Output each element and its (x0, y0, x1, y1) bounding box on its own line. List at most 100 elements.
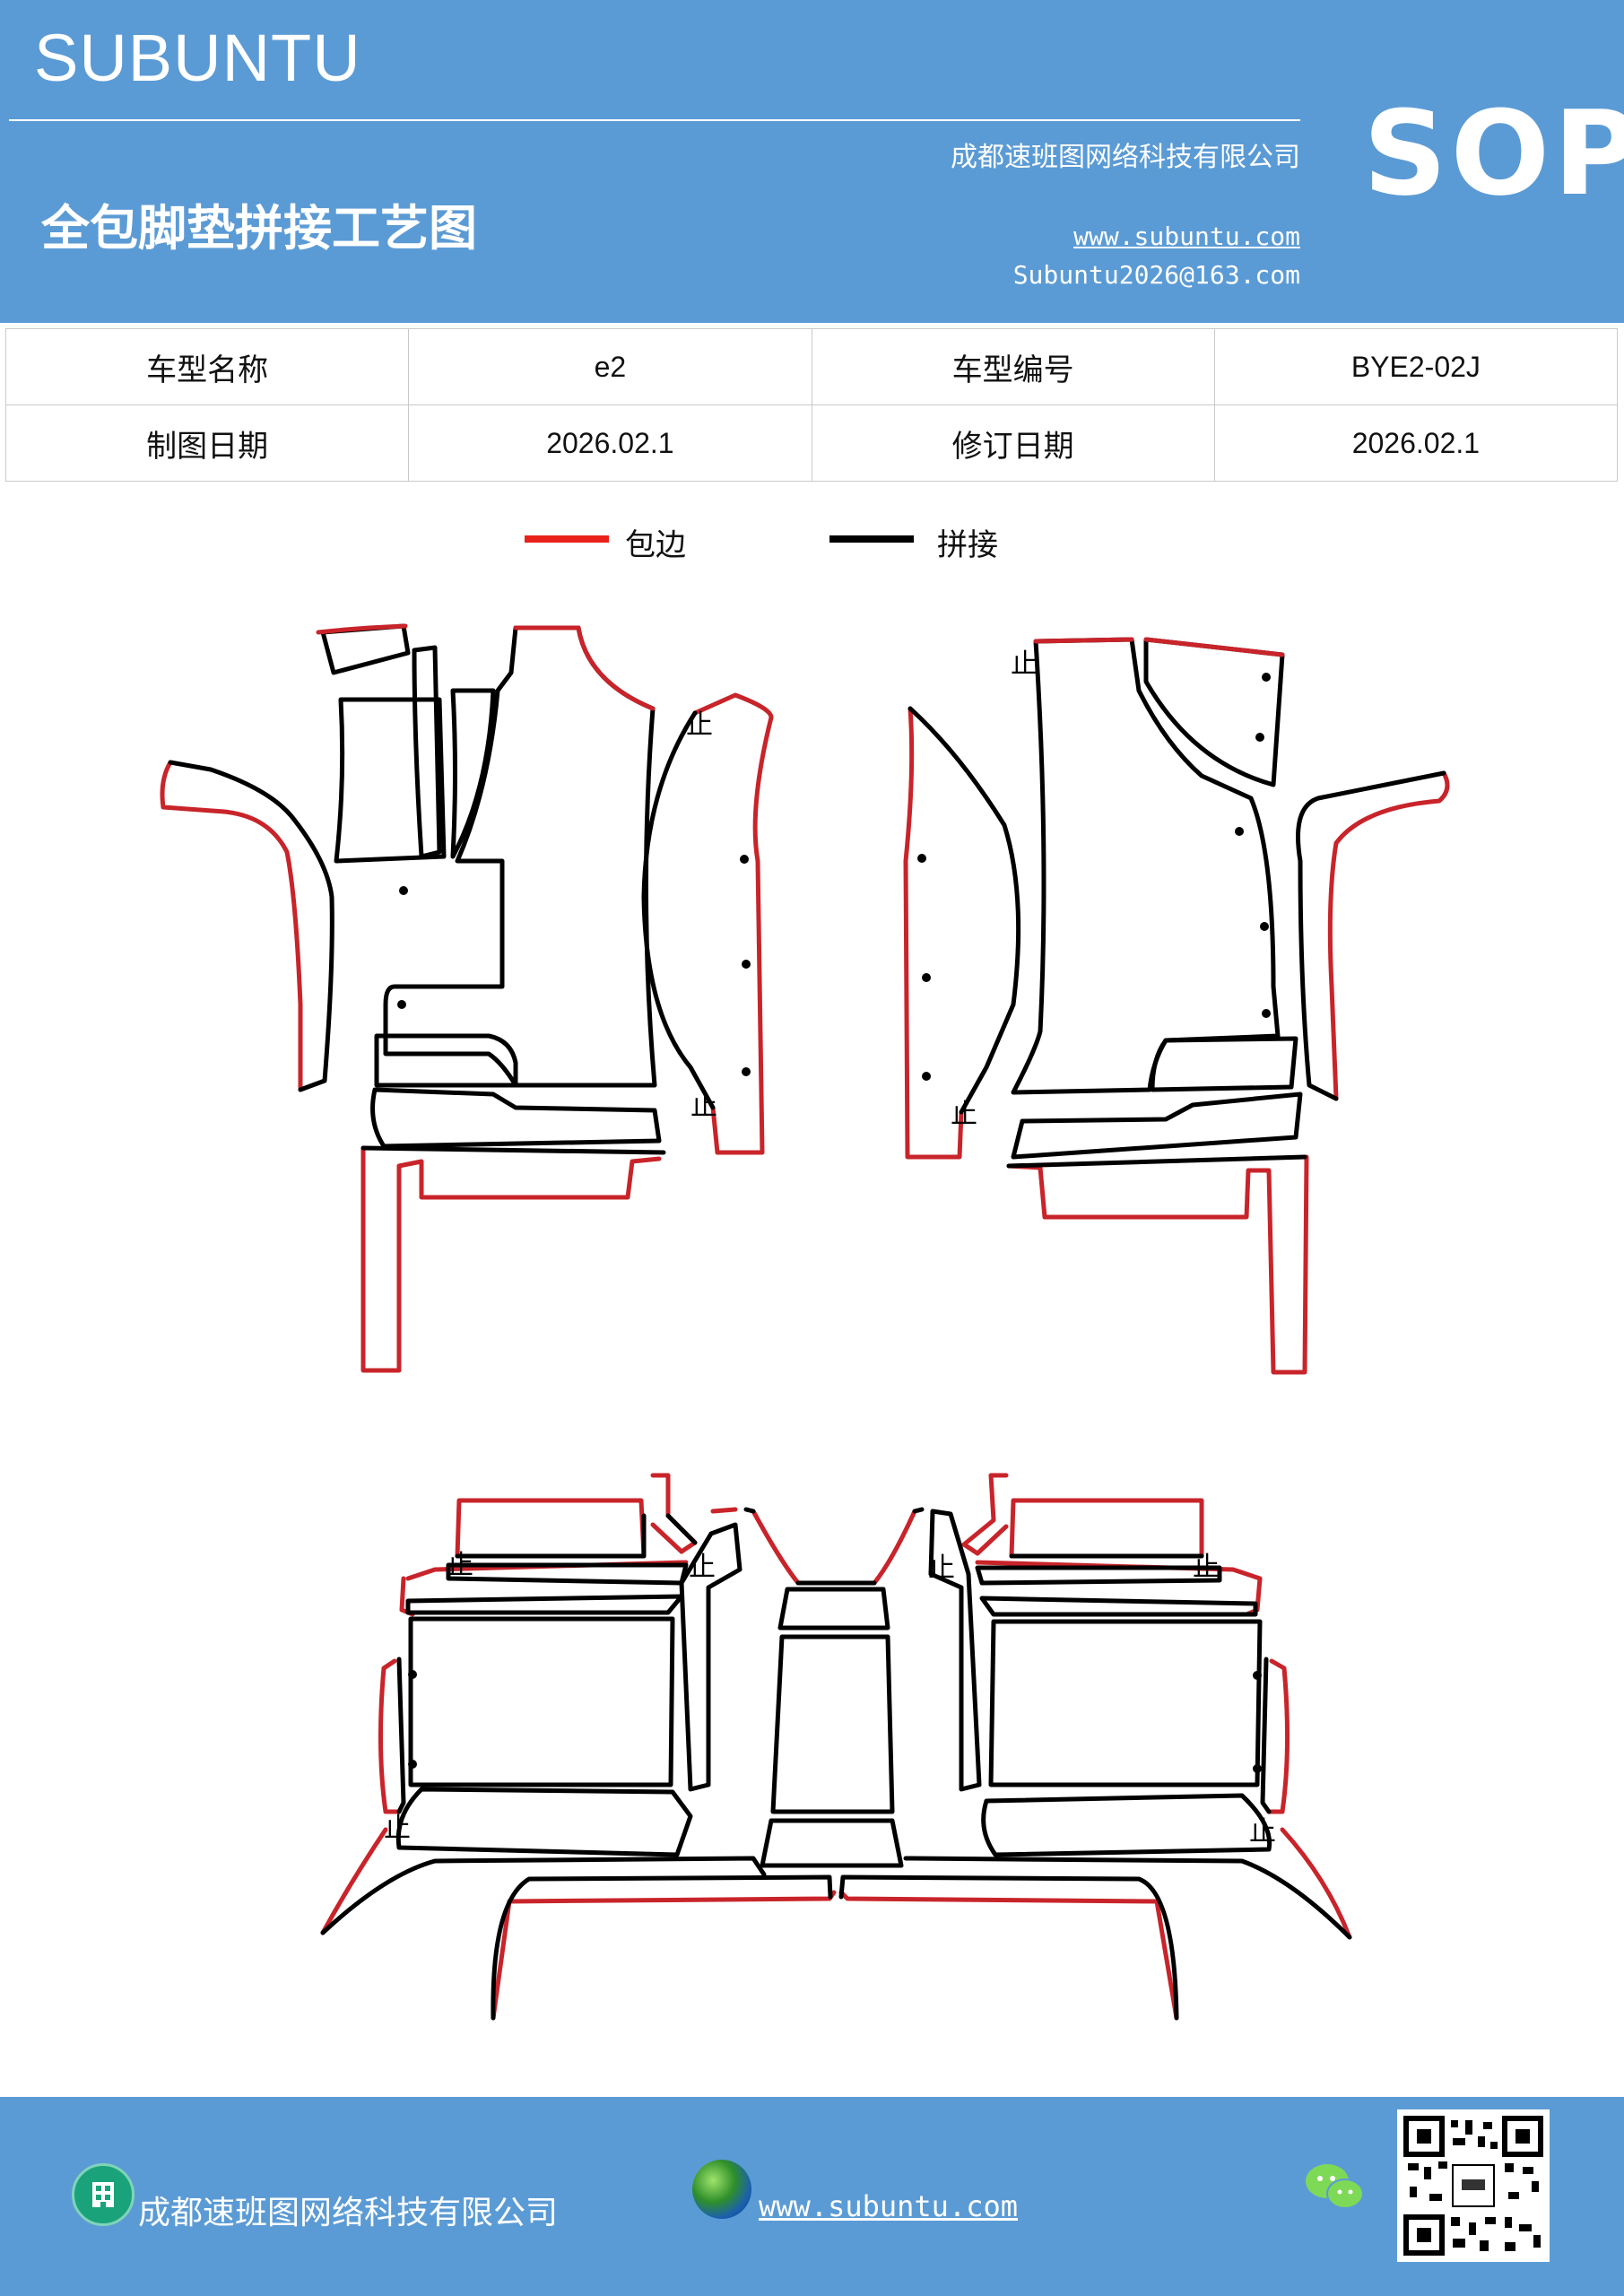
rear-center-top-edge (751, 1509, 917, 1586)
fr-front-strip (1011, 1091, 1303, 1160)
fl-sill-edge (360, 1145, 662, 1373)
fl-top-piece (320, 623, 411, 675)
rear-mat (320, 1473, 1352, 2021)
fr-fastener (1255, 733, 1264, 742)
rear-left-seat-panel (408, 1616, 675, 1787)
footer-banner: 成都速班图网络科技有限公司 www.subuntu.com (0, 2097, 1624, 2296)
model-name-label: 车型名称 (4, 328, 410, 405)
model-code-value: BYE2-02J (1213, 328, 1619, 405)
rear-right-side-seam (1260, 1657, 1272, 1814)
floor-mat-diagram: 止 止 止 止 止 止 止 止 止 止 (160, 623, 1450, 2021)
fr-side-edge (1327, 770, 1450, 1101)
legend-edge-label: 包边 (625, 527, 686, 563)
header-website-link[interactable]: www.subuntu.com (1073, 222, 1300, 251)
header-divider (9, 119, 1300, 121)
rear-right-flap (961, 1473, 1009, 1556)
rear-left-top-edge (455, 1498, 647, 1559)
qr-code[interactable] (1397, 2109, 1550, 2262)
building-icon (72, 2163, 135, 2226)
rear-center-bottom (760, 1818, 904, 1868)
fl-door-edge (692, 692, 774, 1155)
fr-fastener (917, 854, 926, 863)
draw-date-label: 制图日期 (4, 404, 410, 482)
fl-strip (412, 645, 442, 859)
model-code-label: 车型编号 (811, 328, 1215, 405)
fr-fastener (922, 1072, 931, 1081)
header-company: 成都速班图网络科技有限公司 (951, 142, 1300, 173)
fl-narrow-piece (450, 688, 496, 859)
fl-fastener (742, 1067, 751, 1076)
fr-top-piece-edge (1143, 637, 1285, 657)
fl-side-edge (160, 760, 303, 1092)
legend-seam-swatch (829, 535, 914, 543)
rear-right-bar2 (979, 1596, 1258, 1617)
stop-mark: 止 (689, 1552, 716, 1583)
wechat-icon[interactable] (1304, 2160, 1367, 2213)
rear-right-bar (975, 1565, 1222, 1586)
fl-fastener (399, 886, 408, 895)
stop-mark: 止 (686, 709, 713, 741)
rear-left-foot-panel (395, 1787, 693, 1857)
fr-fastener (1262, 1009, 1271, 1018)
rear-center-top-seam (743, 1507, 925, 1586)
stop-mark: 止 (1011, 648, 1038, 680)
fr-top-piece (1143, 637, 1285, 787)
rear-center-bump (777, 1587, 890, 1631)
table-row: 车型名称 e2 车型编号 BYE2-02J (4, 328, 1619, 405)
rear-left-flap (650, 1473, 698, 1554)
rear-left-side-seam (396, 1657, 406, 1814)
fl-side-seam (168, 760, 334, 1092)
stop-mark: 止 (1249, 1816, 1276, 1848)
page-title: 全包脚垫拼接工艺图 (41, 199, 477, 257)
legend-seam: 拼接 (829, 520, 1027, 574)
fr-sill-seam (1006, 1154, 1307, 1169)
rear-left-inner-strip-edge (710, 1507, 738, 1514)
fl-fastener (742, 960, 751, 969)
fr-sill-edge (1006, 1154, 1309, 1375)
stop-mark: 止 (690, 1091, 717, 1122)
footer-website-link[interactable]: www.subuntu.com (759, 2189, 1018, 2223)
fl-main-top-edge (513, 625, 656, 711)
stop-mark: 止 (1193, 1552, 1220, 1583)
rear-left-side-edge (378, 1658, 402, 1814)
fr-main-top-edge (1033, 637, 1134, 644)
fl-fastener (397, 1000, 406, 1009)
front-right-mat (903, 637, 1450, 1375)
revise-date-label: 修订日期 (811, 404, 1215, 482)
rear-right-seat-panel (988, 1619, 1263, 1787)
fl-center-panel (334, 697, 447, 864)
rear-left-bar2 (405, 1594, 684, 1615)
fr-door-edge (903, 706, 964, 1160)
footer-company: 成都速班图网络科技有限公司 (138, 2195, 559, 2231)
legend-seam-label: 拼接 (937, 527, 998, 563)
draw-date-value: 2026.02.1 (408, 404, 812, 482)
rear-fastener (408, 1760, 417, 1769)
stop-mark: 止 (951, 1099, 977, 1130)
rear-left-flap-seam (665, 1513, 698, 1545)
fr-main-panel (1011, 637, 1281, 1095)
rear-left-outer-arc-seam (320, 1856, 767, 1935)
rear-right-foot-panel (981, 1793, 1272, 1857)
fr-door-seam (908, 706, 1021, 1115)
rear-center-panel (770, 1634, 895, 1814)
rear-right-top-edge (1009, 1498, 1204, 1559)
legend-edge-swatch (525, 535, 609, 543)
model-name-value: e2 (408, 328, 812, 405)
fr-heel-pad (1150, 1036, 1298, 1092)
rear-right-outer-arc-edge (1280, 1827, 1352, 1940)
rear-fastener (1253, 1671, 1262, 1680)
rear-left-top-seam (455, 1513, 647, 1559)
table-row: 制图日期 2026.02.1 修订日期 2026.02.1 (4, 404, 1619, 482)
fr-fastener (1260, 922, 1269, 931)
stop-mark: 止 (447, 1550, 473, 1581)
brand-name: SUBUNTU (34, 21, 361, 95)
header-email: Subuntu2026@163.com (1012, 260, 1300, 290)
front-left-mat (160, 623, 774, 1373)
stop-mark: 止 (928, 1552, 955, 1584)
fl-sill-seam (360, 1145, 666, 1155)
rear-left-outer-arc-edge (320, 1827, 388, 1935)
fr-fastener (1235, 827, 1244, 836)
rear-left-inner-strip (679, 1522, 743, 1792)
fl-front-strip (370, 1087, 662, 1149)
fl-fastener (740, 855, 749, 864)
